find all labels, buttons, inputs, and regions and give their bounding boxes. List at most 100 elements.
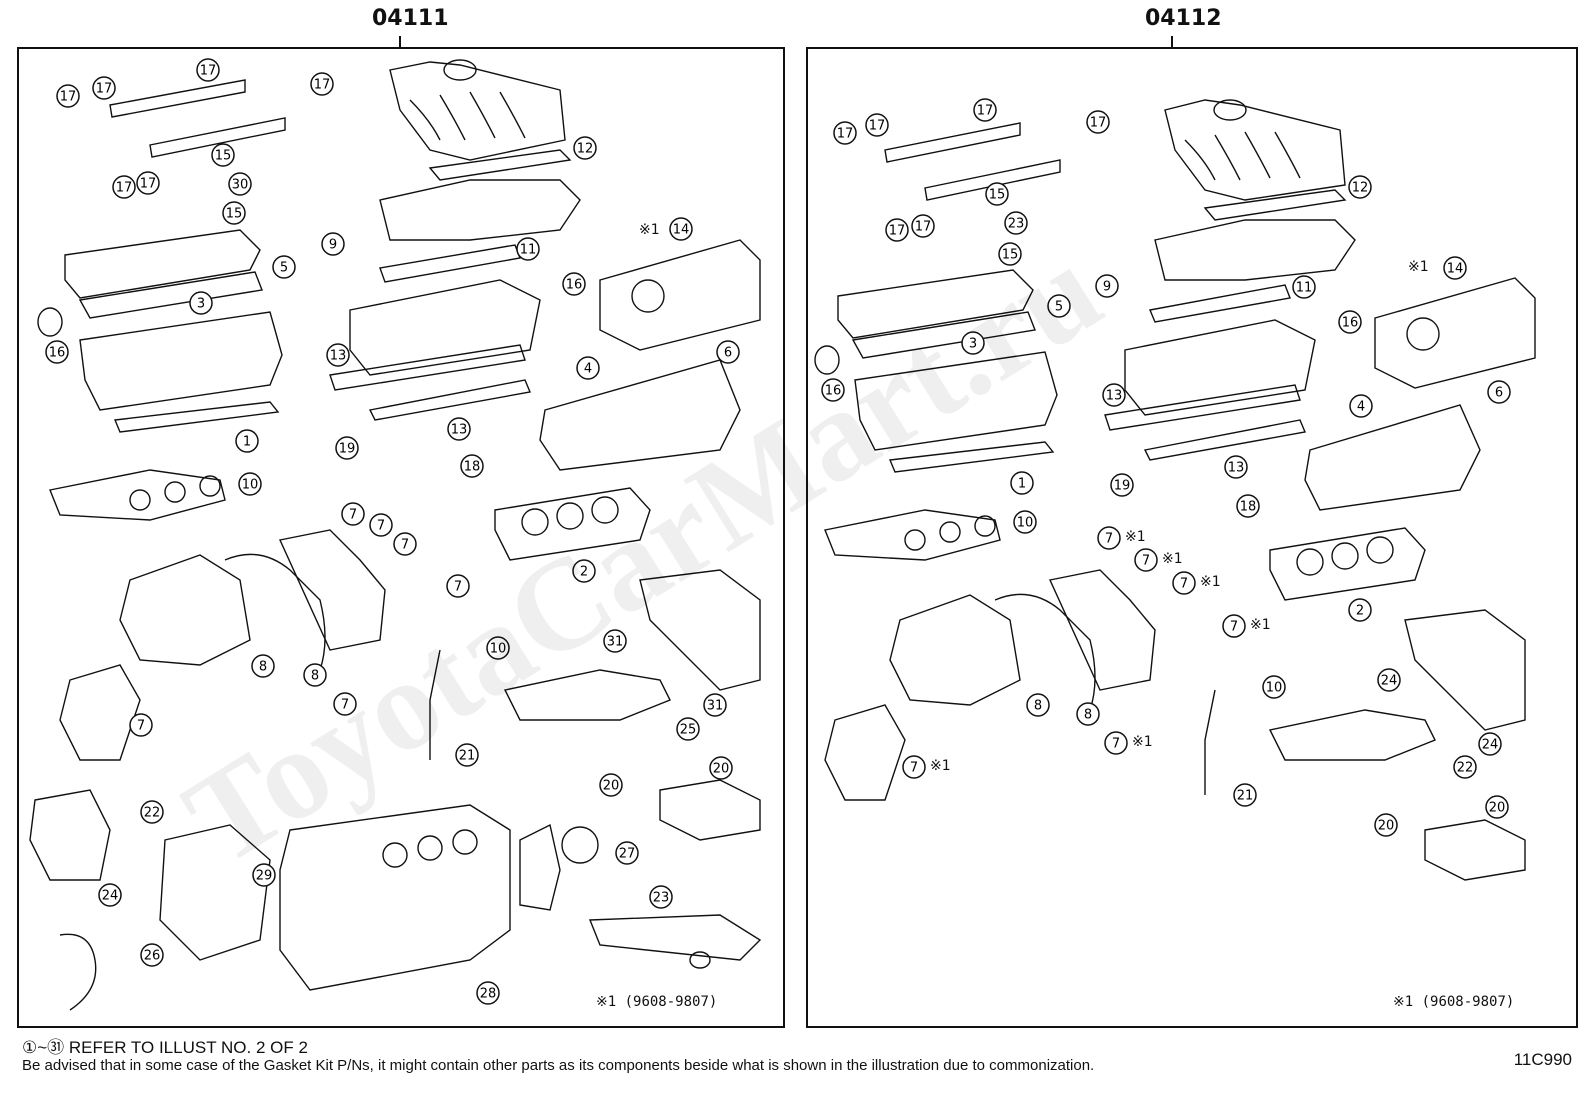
callout-24: 24	[1377, 668, 1401, 692]
svg-text:10: 10	[1017, 516, 1034, 531]
svg-text:12: 12	[1352, 181, 1369, 196]
star-mark: ※1	[1162, 551, 1183, 567]
svg-text:3: 3	[969, 337, 977, 352]
svg-text:17: 17	[60, 90, 77, 105]
right-engine-parts-art	[814, 99, 1536, 881]
svg-text:16: 16	[825, 384, 842, 399]
callout-10: 10	[1262, 675, 1286, 699]
svg-text:6: 6	[1495, 386, 1503, 401]
callout-29: 29	[252, 863, 276, 887]
callout-9: 9	[321, 232, 345, 256]
callout-20: 20	[709, 756, 733, 780]
svg-text:21: 21	[459, 749, 476, 764]
callout-22: 22	[140, 800, 164, 824]
svg-text:10: 10	[1266, 681, 1283, 696]
callout-17: 17	[310, 72, 334, 96]
svg-text:17: 17	[837, 127, 854, 142]
star-mark: ※1	[930, 758, 951, 774]
svg-text:11: 11	[520, 243, 537, 258]
svg-text:21: 21	[1237, 789, 1254, 804]
callout-2: 2	[1348, 598, 1372, 622]
callout-24: 24	[1478, 732, 1502, 756]
svg-text:17: 17	[200, 64, 217, 79]
svg-text:7: 7	[1180, 577, 1188, 592]
callout-20: 20	[599, 773, 623, 797]
callout-7: 7	[1172, 571, 1196, 595]
callout-31: 31	[603, 629, 627, 653]
callout-17: 17	[865, 113, 889, 137]
svg-text:24: 24	[1482, 738, 1499, 753]
callout-17: 17	[56, 84, 80, 108]
svg-text:17: 17	[869, 119, 886, 134]
callout-11: 11	[516, 237, 540, 261]
callout-15: 15	[222, 201, 246, 225]
svg-text:14: 14	[673, 223, 690, 238]
callout-7: 7	[369, 513, 393, 537]
svg-text:15: 15	[215, 149, 232, 164]
svg-text:17: 17	[140, 177, 157, 192]
svg-text:10: 10	[490, 642, 507, 657]
svg-text:9: 9	[1103, 280, 1111, 295]
callout-13: 13	[447, 417, 471, 441]
callout-12: 12	[1348, 175, 1372, 199]
svg-text:8: 8	[1084, 708, 1092, 723]
svg-text:7: 7	[137, 719, 145, 734]
callout-25: 25	[676, 717, 700, 741]
star-mark: ※1	[1408, 259, 1429, 275]
callout-18: 18	[460, 454, 484, 478]
callout-7: 7	[446, 574, 470, 598]
callout-5: 5	[1047, 294, 1071, 318]
svg-text:5: 5	[1055, 300, 1063, 315]
svg-text:7: 7	[1142, 554, 1150, 569]
callout-8: 8	[303, 663, 327, 687]
callout-7: 7	[129, 713, 153, 737]
callout-14: 14	[1443, 256, 1467, 280]
callout-13: 13	[1102, 383, 1126, 407]
svg-text:7: 7	[401, 538, 409, 553]
callout-1: 1	[235, 429, 259, 453]
panel-note-left: ※1 (9608-9807)	[596, 994, 718, 1010]
svg-text:10: 10	[242, 478, 259, 493]
callout-17: 17	[1086, 110, 1110, 134]
callout-5: 5	[272, 255, 296, 279]
callout-27: 27	[615, 841, 639, 865]
svg-text:5: 5	[280, 261, 288, 276]
svg-text:9: 9	[329, 238, 337, 253]
svg-text:16: 16	[49, 346, 66, 361]
svg-text:7: 7	[349, 508, 357, 523]
svg-text:13: 13	[1106, 389, 1123, 404]
callout-8: 8	[1026, 693, 1050, 717]
callout-11: 11	[1292, 275, 1316, 299]
svg-text:7: 7	[1112, 737, 1120, 752]
svg-text:20: 20	[603, 779, 620, 794]
callout-7: 7	[333, 692, 357, 716]
part-number-left: 04111	[372, 6, 449, 31]
callout-14: 14	[669, 217, 693, 241]
callout-3: 3	[961, 331, 985, 355]
svg-text:2: 2	[1356, 604, 1364, 619]
svg-text:4: 4	[1357, 400, 1365, 415]
svg-text:8: 8	[1034, 699, 1042, 714]
svg-text:8: 8	[259, 660, 267, 675]
callout-17: 17	[973, 98, 997, 122]
callout-7: 7	[341, 502, 365, 526]
svg-text:17: 17	[1090, 116, 1107, 131]
svg-text:26: 26	[144, 949, 161, 964]
svg-text:23: 23	[653, 891, 670, 906]
svg-text:7: 7	[1105, 532, 1113, 547]
callout-6: 6	[1487, 380, 1511, 404]
svg-text:11: 11	[1296, 281, 1313, 296]
star-mark: ※1	[1200, 574, 1221, 590]
svg-text:17: 17	[977, 104, 994, 119]
svg-text:19: 19	[339, 442, 356, 457]
callout-17: 17	[911, 214, 935, 238]
svg-text:22: 22	[144, 806, 161, 821]
svg-text:15: 15	[989, 188, 1006, 203]
svg-text:17: 17	[314, 78, 331, 93]
svg-text:30: 30	[232, 178, 249, 193]
callout-2: 2	[572, 559, 596, 583]
svg-text:17: 17	[889, 224, 906, 239]
svg-text:7: 7	[454, 580, 462, 595]
